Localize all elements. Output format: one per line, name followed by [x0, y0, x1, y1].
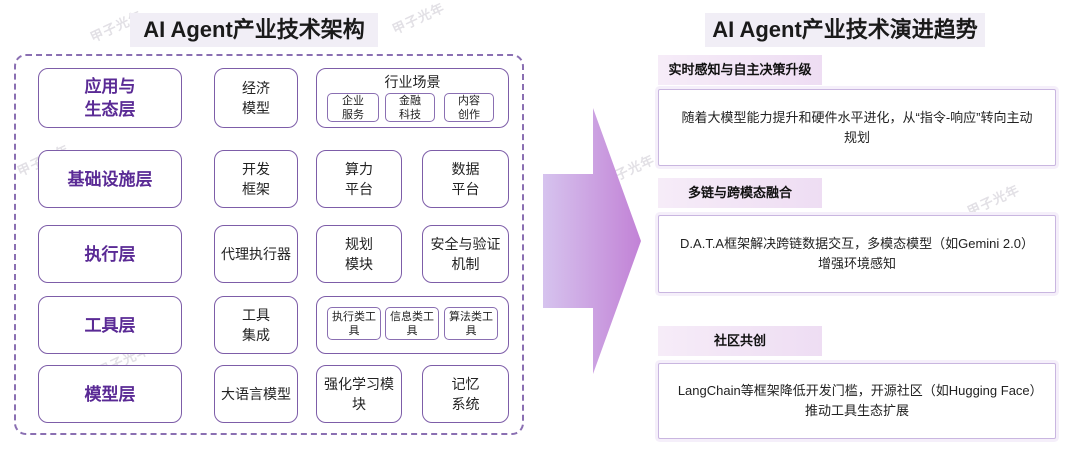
trend-text-realtime: 随着大模型能力提升和硬件水平进化，从“指令-响应”转向主动规划	[658, 89, 1056, 166]
dev-framework-box: 开发 框架	[214, 150, 298, 208]
industry-scenarios-title: 行业场景	[384, 74, 441, 90]
architecture-title: AI Agent产业技术架构	[130, 13, 378, 47]
trend-label-realtime: 实时感知与自主决策升级	[658, 55, 822, 85]
layer-execution: 执行层	[38, 225, 182, 283]
right-arrow-icon	[543, 108, 641, 374]
execution-tools-box: 执行类工 具	[327, 307, 381, 340]
layer-tools: 工具层	[38, 296, 182, 354]
security-verification-box: 安全与验证 机制	[422, 225, 509, 283]
memory-system-box: 记忆 系统	[422, 365, 509, 423]
industry-scenarios-box: 行业场景 企业 服务 金融 科技 内容 创作	[316, 68, 509, 128]
trends-title: AI Agent产业技术演进趋势	[705, 13, 985, 47]
trend-text-community: LangChain等框架降低开发门槛，开源社区（如Hugging Face）推动…	[658, 363, 1056, 439]
layer-model: 模型层	[38, 365, 182, 423]
trend-label-multichain: 多链与跨模态融合	[658, 178, 822, 208]
llm-box: 大语言模型	[214, 365, 298, 423]
watermark: 甲子光年	[964, 181, 1022, 220]
planning-module-box: 规划 模块	[316, 225, 402, 283]
layer-infrastructure: 基础设施层	[38, 150, 182, 208]
tool-integration-box: 工具 集成	[214, 296, 298, 354]
content-creation-box: 内容 创作	[444, 93, 494, 122]
tool-types-box: 执行类工 具 信息类工 具 算法类工 具	[316, 296, 509, 354]
watermark: 甲子光年	[389, 0, 447, 38]
layer-app-ecosystem: 应用与 生态层	[38, 68, 182, 128]
trend-label-community: 社区共创	[658, 326, 822, 356]
enterprise-service-box: 企业 服务	[327, 93, 379, 122]
agent-executor-box: 代理执行器	[214, 225, 298, 283]
compute-platform-box: 算力 平台	[316, 150, 402, 208]
rl-module-box: 强化学习模 块	[316, 365, 402, 423]
data-platform-box: 数据 平台	[422, 150, 509, 208]
architecture-frame	[14, 54, 524, 435]
trend-text-multichain: D.A.T.A框架解决跨链数据交互，多模态模型（如Gemini 2.0）增强环境…	[658, 215, 1056, 293]
information-tools-box: 信息类工 具	[385, 307, 439, 340]
fintech-box: 金融 科技	[385, 93, 435, 122]
algorithm-tools-box: 算法类工 具	[444, 307, 498, 340]
economic-model-box: 经济 模型	[214, 68, 298, 128]
